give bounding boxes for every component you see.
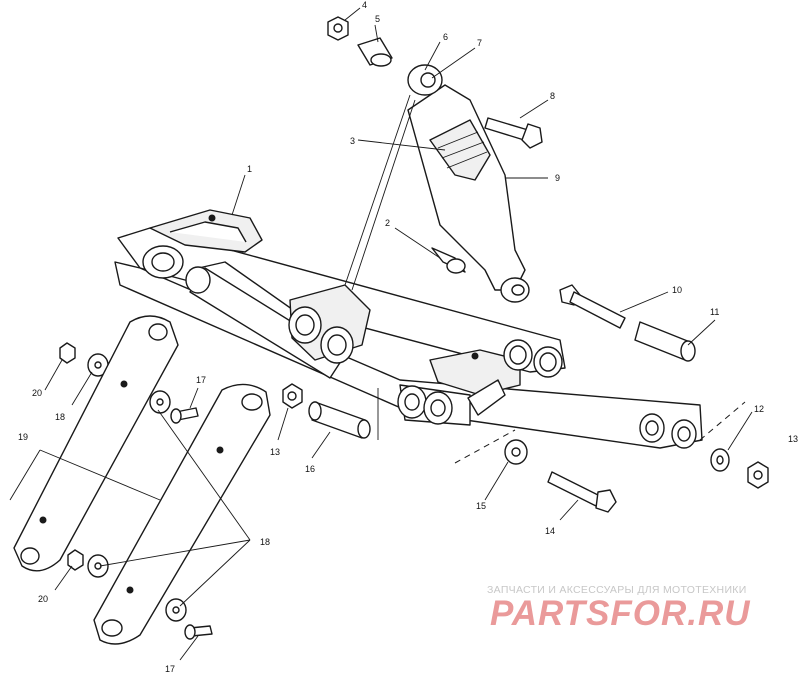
- watermark-subtitle: ЗАПЧАСТИ И АКСЕССУАРЫ ДЛЯ МОТОТЕХНИКИ: [487, 584, 747, 596]
- callout-6: 6: [443, 32, 448, 42]
- nut-20-lower: [67, 549, 84, 571]
- bolt-14: [547, 471, 617, 513]
- alignment-line-right: [699, 401, 746, 441]
- washer-18-c: [87, 554, 109, 578]
- callout-17-lower: 17: [165, 664, 175, 674]
- leader-lines: [9, 7, 753, 661]
- callout-15: 15: [476, 501, 486, 511]
- callout-19: 19: [18, 432, 28, 442]
- callout-10: 10: [672, 285, 682, 295]
- watermark: ЗАПЧАСТИ И АКСЕССУАРЫ ДЛЯ МОТОТЕХНИКИ PA…: [487, 584, 751, 633]
- callout-4: 4: [362, 0, 367, 10]
- bushing-2: [431, 247, 466, 274]
- bolt-17-upper: [170, 407, 199, 424]
- alignment-line-rear: [454, 429, 516, 464]
- callout-13-right: 13: [788, 434, 798, 444]
- washer-18-d: [165, 598, 187, 622]
- bushing-16: [308, 401, 371, 439]
- bolt-10: [559, 284, 626, 329]
- bolt-17-lower: [184, 624, 213, 640]
- bushing-11: [634, 321, 696, 362]
- callout-17-upper: 17: [196, 375, 206, 385]
- washer-15: [504, 439, 528, 465]
- callout-18-upper: 18: [55, 412, 65, 422]
- callout-16: 16: [305, 464, 315, 474]
- nut-13-right: [747, 461, 769, 489]
- callout-1: 1: [247, 164, 252, 174]
- nut-4: [327, 16, 349, 41]
- callout-8: 8: [550, 91, 555, 101]
- callout-9: 9: [555, 173, 560, 183]
- swing-arm-frame: [114, 209, 703, 449]
- washer-18-b: [149, 390, 171, 414]
- callout-20-upper: 20: [32, 388, 42, 398]
- washer-12: [710, 448, 730, 472]
- watermark-logo: PARTSFOR.RU: [490, 594, 751, 633]
- callout-11: 11: [710, 307, 719, 317]
- callout-13-left: 13: [270, 447, 280, 457]
- nut-20-upper: [59, 342, 76, 364]
- bushing-5: [357, 37, 393, 67]
- callout-7: 7: [477, 38, 482, 48]
- callout-3: 3: [350, 136, 355, 146]
- shock-absorber: [407, 64, 530, 303]
- link-19-left: [13, 315, 179, 572]
- link-19-right: [93, 383, 271, 645]
- callout-12: 12: [754, 404, 764, 414]
- bolt-8: [484, 117, 543, 149]
- callout-5: 5: [375, 14, 380, 24]
- nut-13-left: [282, 383, 303, 409]
- callout-20-lower: 20: [38, 594, 48, 604]
- callout-18-lower: 18: [260, 537, 270, 547]
- callout-2: 2: [385, 218, 390, 228]
- callouts: 1 2 3 4 5 6 7 8 9 10 11 12 13 13 14 15 1…: [18, 0, 798, 674]
- callout-14: 14: [545, 526, 555, 536]
